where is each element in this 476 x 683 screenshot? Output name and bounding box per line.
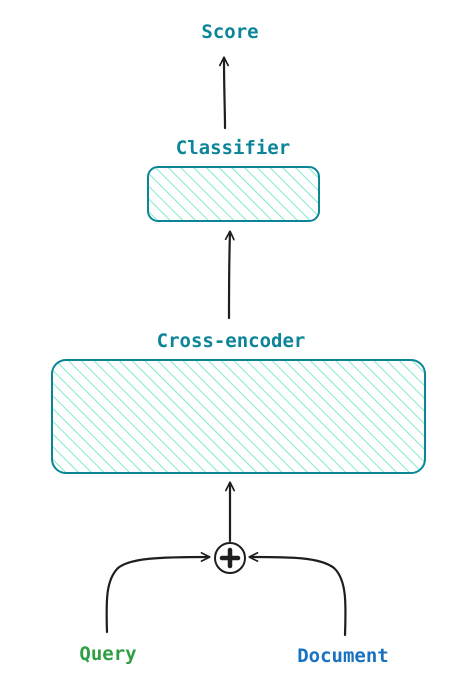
classifier-label: Classifier <box>176 137 290 159</box>
query-label: Query <box>79 643 136 665</box>
arrow-document-to-combine <box>248 552 347 637</box>
cross-encoder-box <box>51 359 426 474</box>
arrow-encoder-to-classifier <box>224 230 235 320</box>
plus-circle-icon <box>214 542 246 574</box>
arrow-query-to-combine <box>105 552 211 634</box>
classifier-box <box>147 166 320 222</box>
score-label: Score <box>201 21 258 43</box>
document-label: Document <box>297 645 389 667</box>
cross-encoder-label: Cross-encoder <box>157 330 306 352</box>
arrow-classifier-to-score <box>219 56 230 130</box>
